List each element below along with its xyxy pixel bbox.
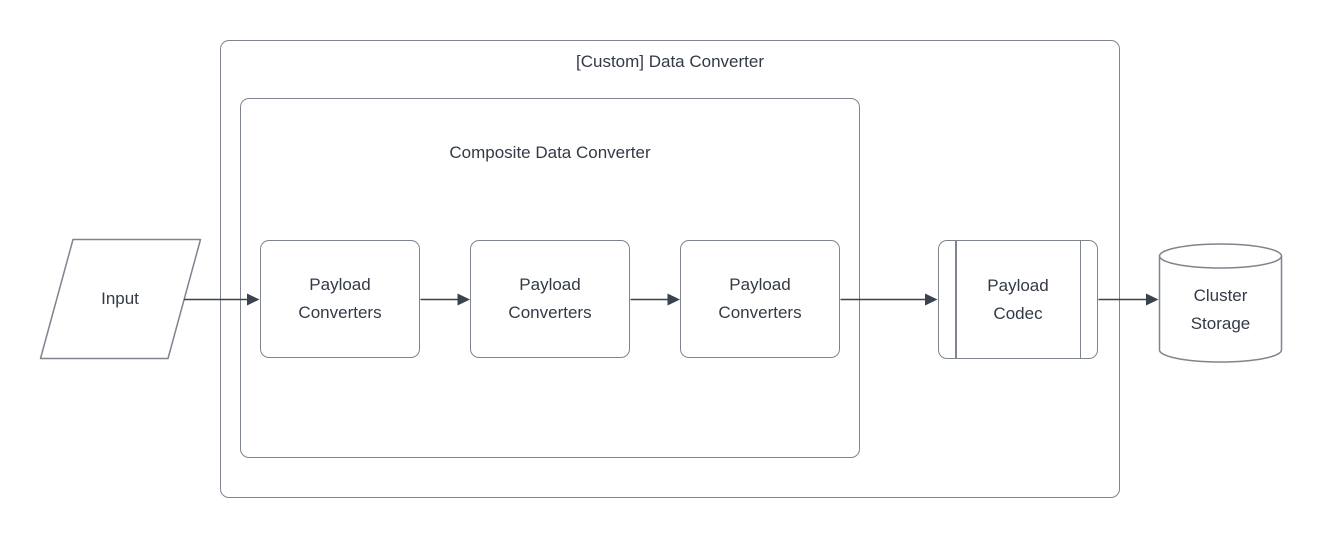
custom-data-converter-container[interactable]	[220, 40, 1120, 498]
custom-data-converter-title: [Custom] Data Converter	[575, 52, 764, 71]
payload-converters-label-3: Payload Converters	[718, 275, 802, 322]
payload-codec-node[interactable]: Payload Codec	[938, 240, 1098, 359]
payload-converters-node-1[interactable]: Payload Converters	[260, 240, 420, 358]
predefined-process-right-bar	[1079, 241, 1081, 358]
composite-data-converter-title: Composite Data Converter	[449, 143, 651, 162]
payload-converters-node-3[interactable]: Payload Converters	[680, 240, 840, 358]
payload-codec-label: Payload Codec	[987, 275, 1049, 323]
arrowhead-codec-to-storage	[1146, 293, 1159, 306]
cluster-storage-label: Cluster Storage	[1190, 286, 1251, 333]
payload-converters-node-2[interactable]: Payload Converters	[470, 240, 630, 358]
payload-converters-label-1: Payload Converters	[298, 275, 382, 322]
payload-converters-label-2: Payload Converters	[508, 275, 592, 322]
predefined-process-left-bar	[955, 241, 957, 358]
composite-data-converter-container[interactable]	[240, 98, 860, 458]
input-label: Input	[101, 289, 139, 308]
